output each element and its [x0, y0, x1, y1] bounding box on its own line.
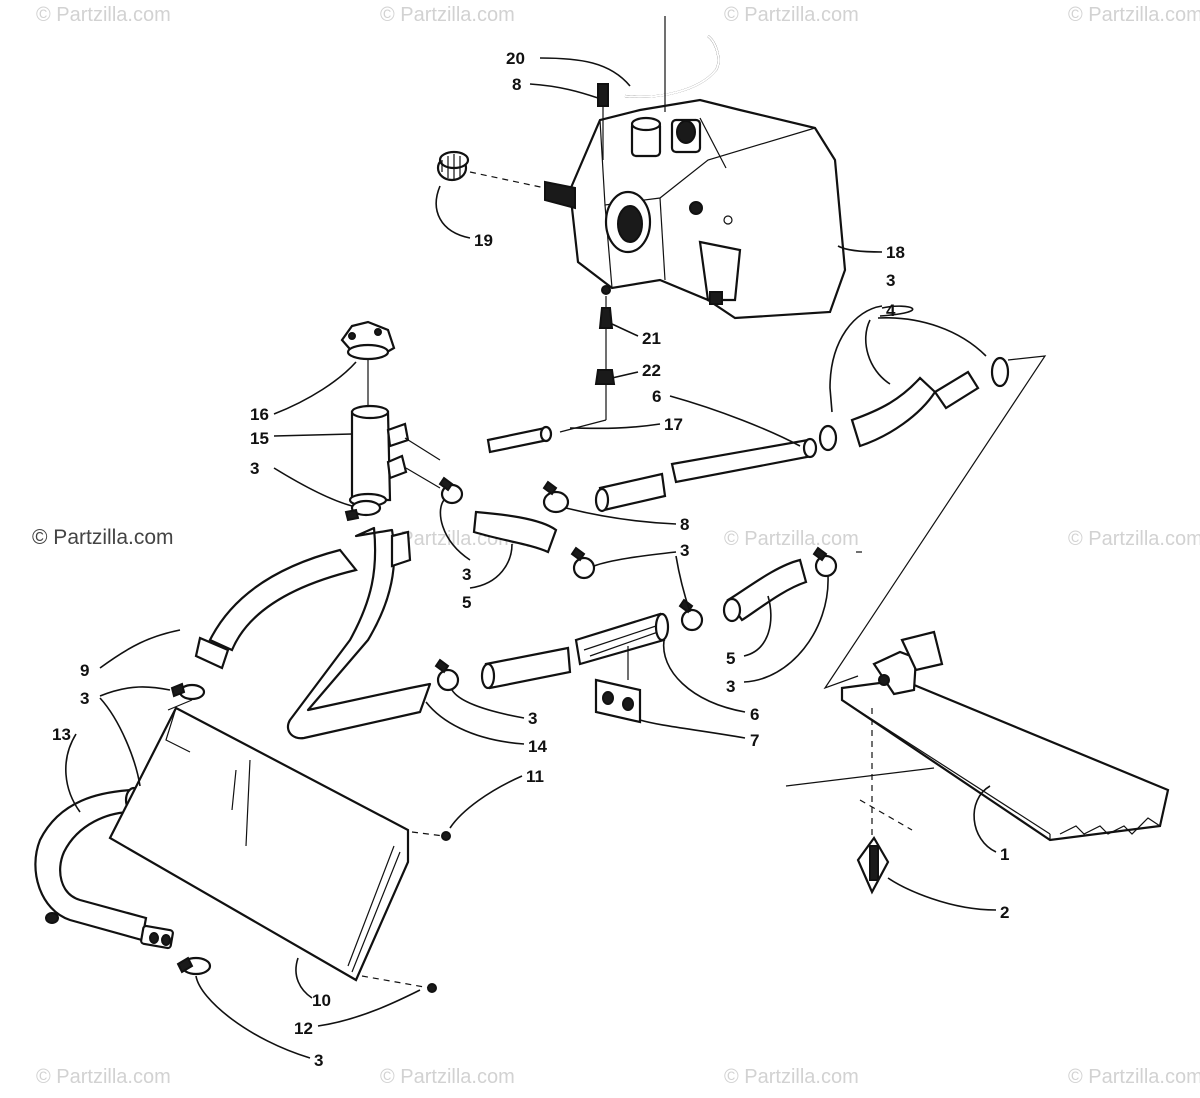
callout-3: 3 [680, 541, 689, 560]
watermark: © Partzilla.com [380, 4, 515, 26]
hose-clamps-upper [344, 476, 596, 580]
callout-3: 3 [528, 709, 537, 728]
drain-plug [856, 835, 890, 895]
callout-1: 1 [1000, 845, 1009, 864]
callout-14: 14 [528, 737, 547, 756]
callout-5: 5 [462, 593, 471, 612]
callout-3: 3 [250, 459, 259, 478]
watermark: © Partzilla.com [724, 4, 859, 26]
callout-20: 20 [506, 49, 525, 68]
vent-hose [597, 16, 727, 169]
callout-13: 13 [52, 725, 71, 744]
watermark: © Partzilla.com [1068, 4, 1200, 26]
callout-2: 2 [1000, 903, 1009, 922]
callout-7: 7 [750, 731, 759, 750]
watermark: © Partzilla.com [1068, 528, 1200, 550]
watermark: © Partzilla.com [380, 1066, 515, 1088]
callout-5: 5 [726, 649, 735, 668]
callout-17: 17 [664, 415, 683, 434]
callout-8: 8 [680, 515, 689, 534]
callout-12: 12 [294, 1019, 313, 1038]
watermark: © Partzilla.com [724, 528, 859, 550]
callout-15: 15 [250, 429, 269, 448]
callout-3: 3 [314, 1051, 323, 1070]
callout-3: 3 [462, 565, 471, 584]
radiator [108, 706, 451, 993]
watermark: © Partzilla.com [1068, 1066, 1200, 1088]
callout-8: 8 [512, 75, 521, 94]
callout-11: 11 [526, 767, 544, 786]
callout-4: 4 [886, 301, 896, 320]
leader-lines [65, 57, 997, 1059]
callout-19: 19 [474, 231, 493, 250]
callout-6: 6 [750, 705, 759, 724]
callout-3: 3 [886, 271, 895, 290]
callout-10: 10 [312, 991, 331, 1010]
tank-cap [436, 150, 576, 210]
callout-9: 9 [80, 661, 89, 680]
watermark: © Partzilla.com [36, 1066, 171, 1088]
callout-3: 3 [726, 677, 735, 696]
callout-labels: 20 8 19 18 3 4 21 22 16 15 6 17 3 8 3 3 … [52, 49, 1009, 1070]
callout-21: 21 [642, 329, 661, 348]
radiator-hoses [34, 526, 432, 950]
coolant-tank [568, 98, 847, 320]
lower-hoses [434, 546, 862, 724]
callout-18: 18 [886, 243, 905, 262]
callout-6: 6 [652, 387, 661, 406]
watermark: © Partzilla.com [724, 1066, 859, 1088]
upper-hoses [472, 355, 1047, 690]
callout-3: 3 [80, 689, 89, 708]
callout-22: 22 [642, 361, 661, 380]
callout-16: 16 [250, 405, 269, 424]
filler-neck [340, 320, 441, 508]
tank-fittings [559, 296, 616, 433]
watermark-side: © Partzilla.com [32, 526, 174, 549]
heat-exchanger [785, 630, 1170, 842]
watermark: © Partzilla.com [36, 4, 171, 26]
